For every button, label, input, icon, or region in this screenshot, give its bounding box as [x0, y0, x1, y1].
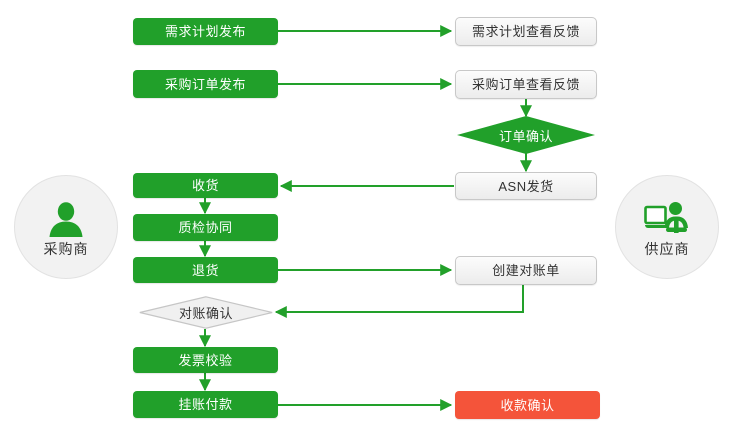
node-payment-confirm[interactable]: 收款确认 — [455, 391, 600, 419]
person-icon — [43, 199, 89, 241]
actor-supplier[interactable]: 供应商 — [615, 175, 719, 279]
node-demand-plan-feedback[interactable]: 需求计划查看反馈 — [455, 17, 597, 46]
node-asn-shipment[interactable]: ASN发货 — [455, 172, 597, 200]
edge-create-statement-to-statement-confirm — [274, 285, 524, 318]
node-label: 采购订单查看反馈 — [471, 77, 580, 92]
node-label: 发票校验 — [178, 352, 233, 368]
node-return-goods[interactable]: 退货 — [133, 257, 278, 283]
node-quality-collab[interactable]: 质检协同 — [133, 214, 278, 241]
person-computer-icon — [644, 199, 690, 241]
node-invoice-verify[interactable]: 发票校验 — [133, 347, 278, 373]
node-create-statement[interactable]: 创建对账单 — [455, 256, 597, 285]
node-statement-confirm[interactable]: 对账确认 — [139, 296, 273, 329]
node-label: 需求计划查看反馈 — [471, 24, 580, 39]
node-po-publish[interactable]: 采购订单发布 — [133, 70, 278, 98]
node-label: 退货 — [191, 262, 219, 278]
node-demand-plan-publish[interactable]: 需求计划发布 — [133, 18, 278, 45]
node-label: ASN发货 — [498, 178, 554, 194]
node-label: 创建对账单 — [492, 263, 560, 278]
actor-buyer-label: 采购商 — [43, 240, 89, 257]
node-label: 收款确认 — [500, 397, 555, 413]
node-label: 挂账付款 — [178, 397, 233, 412]
node-label: 对账确认 — [178, 306, 233, 321]
actor-buyer[interactable]: 采购商 — [14, 175, 118, 279]
node-label: 采购订单发布 — [164, 76, 246, 92]
node-receive-goods[interactable]: 收货 — [133, 173, 278, 198]
node-label: 订单确认 — [498, 128, 553, 144]
actor-supplier-label: 供应商 — [644, 240, 690, 257]
node-po-feedback[interactable]: 采购订单查看反馈 — [455, 70, 597, 99]
node-label: 需求计划发布 — [164, 24, 246, 39]
node-pending-payment[interactable]: 挂账付款 — [133, 391, 278, 418]
node-label: 质检协同 — [178, 220, 233, 235]
node-order-confirm[interactable]: 订单确认 — [457, 116, 595, 154]
node-label: 收货 — [191, 178, 219, 193]
